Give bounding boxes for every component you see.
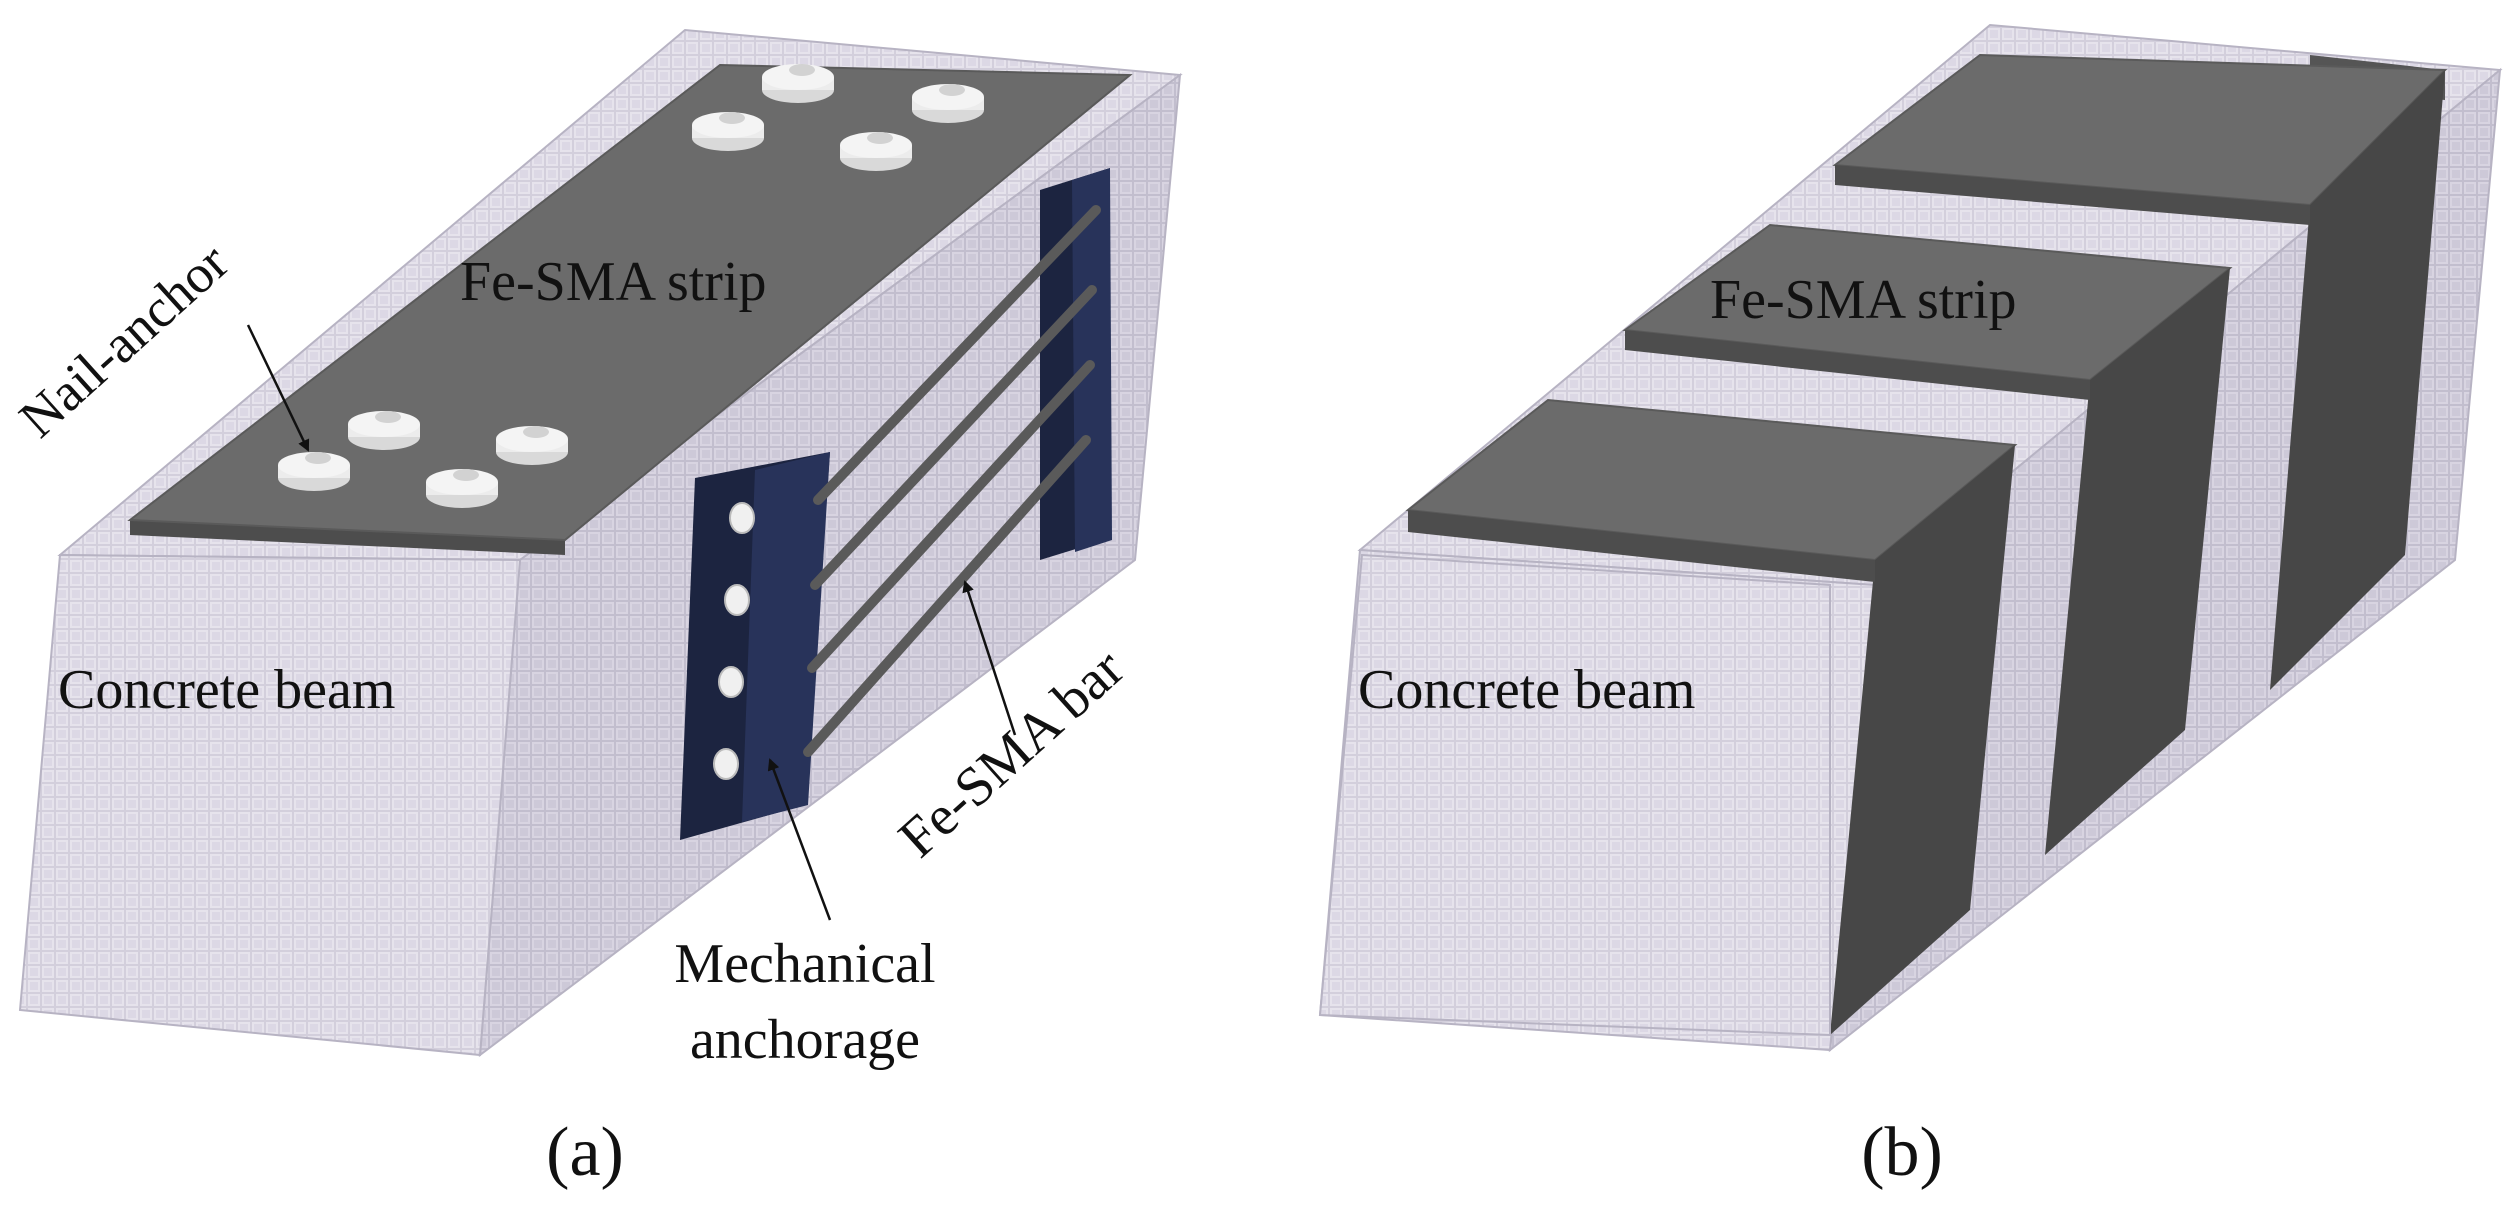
label-beam-b: Concrete beam xyxy=(1358,659,1695,721)
panel-a: Nail-anchor Fe-SMA strip Concrete beam F… xyxy=(8,28,1183,1191)
fe-sma-bar-group xyxy=(803,205,1101,757)
caption-b: (b) xyxy=(1861,1114,1943,1191)
fe-sma-bar-leader-arrow xyxy=(962,580,1017,736)
nail-anchor-icon xyxy=(496,426,568,465)
nail-anchor-icon xyxy=(912,84,984,123)
bolt-icon xyxy=(729,502,755,534)
nail-anchor-icon xyxy=(278,452,350,491)
beam-b-front-face-overlay xyxy=(1318,553,1831,1037)
label-mechanical: Mechanical xyxy=(674,933,935,995)
label-strip-b: Fe-SMA strip xyxy=(1710,269,2017,331)
fe-sma-bar xyxy=(807,360,1095,673)
nail-anchor-group xyxy=(278,64,984,508)
label-beam-a: Concrete beam xyxy=(58,659,395,721)
nail-anchor-icon xyxy=(692,112,764,151)
strip-b-far xyxy=(1832,53,2448,690)
nail-anchor-icon xyxy=(762,64,834,103)
beam-a-front-face xyxy=(18,553,522,1057)
mechanical-anchorage-group xyxy=(680,168,1112,840)
label-anchorage: anchorage xyxy=(690,1009,920,1071)
fe-sma-bar xyxy=(810,285,1097,590)
bolt-icon xyxy=(713,748,739,780)
anchorage-plate-far-flange xyxy=(1072,168,1112,552)
strip-a-side xyxy=(130,520,565,555)
nail-anchor-icon xyxy=(348,411,420,450)
bolt-icon xyxy=(724,584,750,616)
label-strip-a: Fe-SMA strip xyxy=(460,251,767,313)
label-nail-anchor: Nail-anchor xyxy=(8,232,240,449)
nail-anchor-icon xyxy=(426,469,498,508)
bolt-icon xyxy=(718,666,744,698)
mechanical-anchorage-leader-arrow xyxy=(767,758,832,921)
anchorage-plate-near-flange xyxy=(742,452,830,822)
caption-a: (a) xyxy=(546,1114,624,1191)
strip-b-middle xyxy=(1622,223,2233,855)
strip-b-near xyxy=(1405,398,2018,1035)
nail-anchor-icon xyxy=(840,132,912,171)
panel-b: Fe-SMA strip Concrete beam (b) xyxy=(1318,23,2503,1191)
fe-sma-bar xyxy=(813,205,1101,505)
fe-sma-bar xyxy=(803,435,1091,757)
nail-anchor-leader-arrow xyxy=(246,324,310,452)
